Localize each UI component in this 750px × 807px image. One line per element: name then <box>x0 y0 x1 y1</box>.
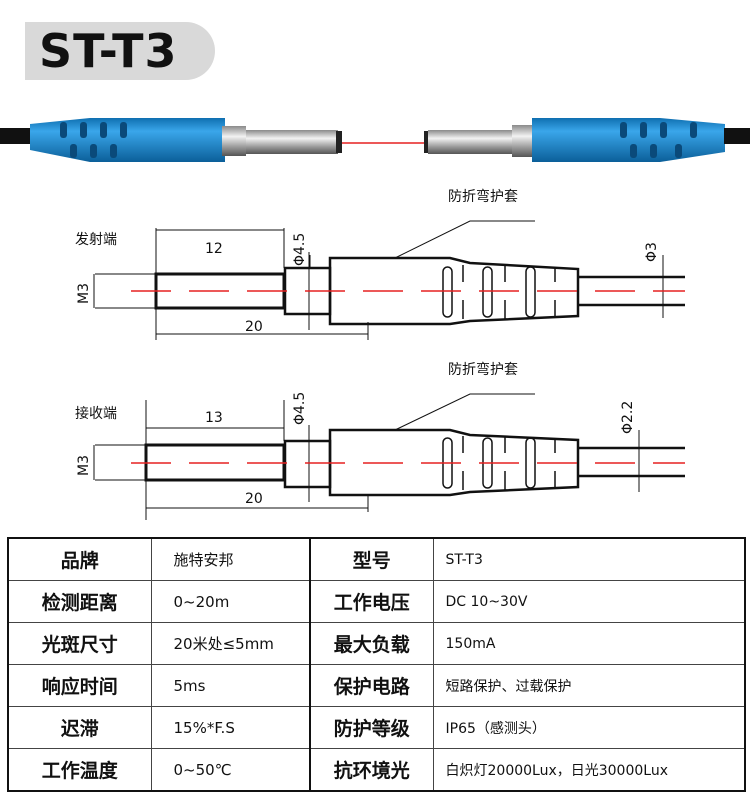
emitter-thread-length: 12 <box>205 241 223 257</box>
model-title-badge: ST-T3 <box>25 22 215 80</box>
spec-key: 型号 <box>309 537 434 581</box>
product-photo <box>0 118 750 162</box>
receiver-thread-length: 13 <box>205 410 223 426</box>
thread-right <box>428 130 514 154</box>
spec-value: 0~50℃ <box>150 748 311 792</box>
spec-key: 检测距离 <box>7 580 152 623</box>
spec-key: 工作温度 <box>7 748 152 792</box>
spec-key: 防护等级 <box>309 706 434 749</box>
boot-left <box>30 118 225 162</box>
emitter-cable-dia: Φ3 <box>644 242 660 262</box>
spec-value: 20米处≤5mm <box>150 622 311 665</box>
spec-key: 保护电路 <box>309 664 434 707</box>
receiver-cable-dia: Φ2.2 <box>620 401 636 434</box>
optical-axis-lines <box>131 290 685 464</box>
receiver-label: 接收端 <box>75 405 117 422</box>
spec-key: 迟滞 <box>7 706 152 749</box>
receiver-total-length: 20 <box>245 491 263 507</box>
emitter-drawing <box>93 220 685 340</box>
spec-key: 品牌 <box>7 537 152 581</box>
spec-key: 抗环境光 <box>309 748 434 792</box>
spec-value: DC 10~30V <box>432 580 746 623</box>
receiver-collar-dia: Φ4.5 <box>292 392 308 425</box>
emitter-boot-label: 防折弯护套 <box>448 188 518 205</box>
emitter-total-length: 20 <box>245 319 263 335</box>
receiver-boot-label: 防折弯护套 <box>448 361 518 378</box>
spec-value: 150mA <box>432 622 746 665</box>
spec-key: 最大负载 <box>309 622 434 665</box>
spec-value: 0~20m <box>150 580 311 623</box>
emitter-thread: M3 <box>76 283 92 304</box>
spec-key: 光斑尺寸 <box>7 622 152 665</box>
collar-left <box>222 126 246 156</box>
spec-value: 15%*F.S <box>150 706 311 749</box>
spec-value: ST-T3 <box>432 537 746 581</box>
collar-right <box>512 125 534 157</box>
dimension-drawings: 发射端 12 20 M3 Φ4.5 Φ3 防折弯护套 接收端 13 20 M3 … <box>75 188 685 520</box>
model-title: ST-T3 <box>39 24 178 78</box>
spec-value: 施特安邦 <box>150 537 311 581</box>
emitter-label: 发射端 <box>75 232 117 248</box>
receiver-thread: M3 <box>76 455 92 476</box>
spec-value: IP65（感测头） <box>432 706 746 749</box>
spec-key: 响应时间 <box>7 664 152 707</box>
thread-left <box>246 130 338 154</box>
spec-value: 短路保护、过载保护 <box>432 664 746 707</box>
cable-right <box>724 128 750 144</box>
boot-left-grooves <box>60 122 127 158</box>
boot-right-grooves <box>620 122 697 158</box>
spec-value: 5ms <box>150 664 311 707</box>
cable-left <box>0 128 32 144</box>
spec-key: 工作电压 <box>309 580 434 623</box>
emitter-collar-dia: Φ4.5 <box>292 233 308 266</box>
receiver-drawing <box>93 393 685 520</box>
spec-value: 白炽灯20000Lux，日光30000Lux <box>432 748 746 792</box>
